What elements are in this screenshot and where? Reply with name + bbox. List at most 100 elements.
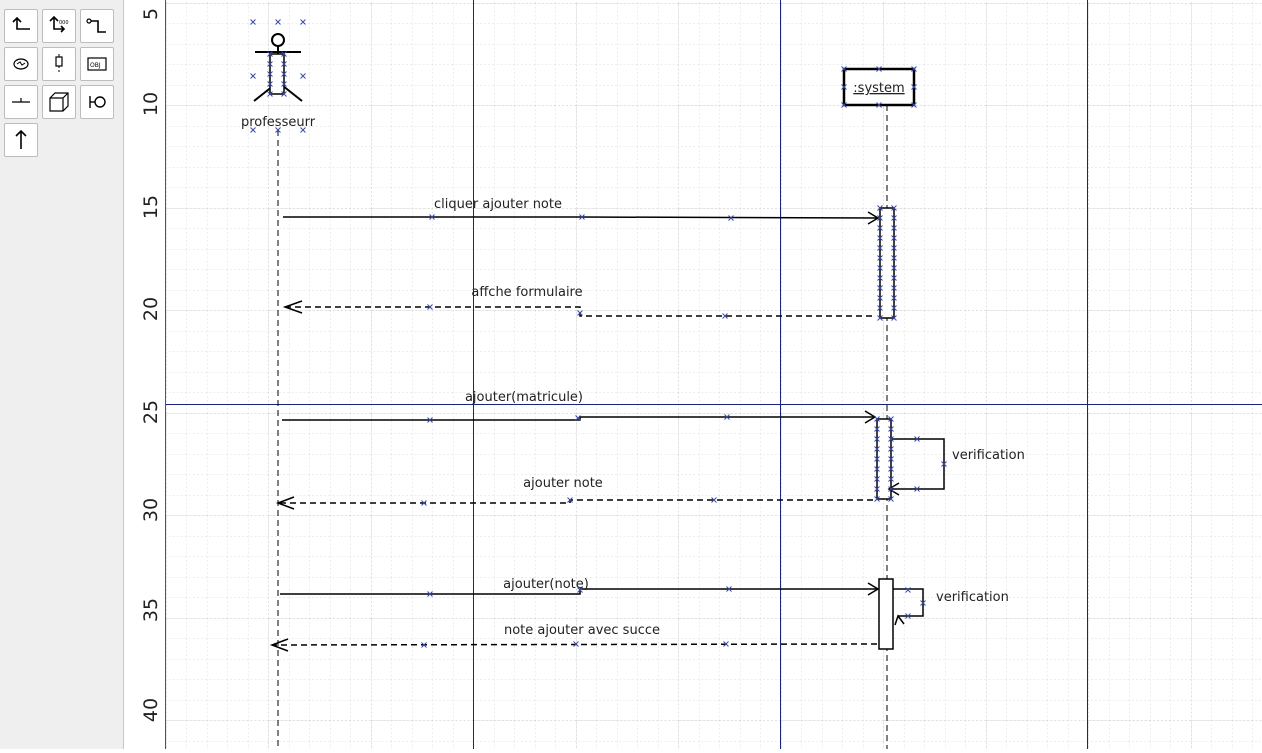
- selection-handle[interactable]: [281, 61, 287, 67]
- selection-handle[interactable]: [877, 305, 883, 311]
- selection-handle[interactable]: [877, 245, 883, 251]
- selection-handle[interactable]: [427, 304, 433, 310]
- selection-handle[interactable]: [876, 102, 882, 108]
- message-note-ajouter-avec-succe[interactable]: note ajouter avec succe: [269, 623, 878, 652]
- selection-handle[interactable]: [891, 255, 897, 261]
- selection-handle[interactable]: [267, 91, 273, 97]
- selection-handle[interactable]: [275, 19, 281, 25]
- selection-handle[interactable]: [874, 476, 880, 482]
- selection-handle[interactable]: [891, 285, 897, 291]
- selection-handle[interactable]: [888, 496, 894, 502]
- selection-handle[interactable]: [281, 81, 287, 87]
- selection-handle[interactable]: [841, 66, 847, 72]
- selection-handle[interactable]: [905, 613, 911, 619]
- selection-handle[interactable]: [281, 71, 287, 77]
- selection-handle[interactable]: [573, 641, 579, 647]
- selection-handle[interactable]: [941, 461, 947, 467]
- selection-handle[interactable]: [267, 71, 273, 77]
- selection-handle[interactable]: [427, 417, 433, 423]
- selection-handle[interactable]: [876, 66, 882, 72]
- system-object[interactable]: :system: [842, 67, 916, 107]
- actor-activation-bar[interactable]: [269, 53, 285, 95]
- tool-multiplicity-connector-button[interactable]: 000: [42, 9, 76, 43]
- selection-handle[interactable]: [726, 586, 732, 592]
- selection-handle[interactable]: [728, 215, 734, 221]
- tool-association-button[interactable]: [4, 85, 38, 119]
- selection-handle[interactable]: [267, 61, 273, 67]
- selection-handle[interactable]: [577, 587, 583, 593]
- selection-handle[interactable]: [267, 81, 273, 87]
- selection-handle[interactable]: [888, 466, 894, 472]
- tool-interface-button[interactable]: [80, 85, 114, 119]
- selection-handle[interactable]: [891, 225, 897, 231]
- selection-handle[interactable]: [891, 245, 897, 251]
- selection-handle[interactable]: [891, 295, 897, 301]
- selection-handle[interactable]: [891, 275, 897, 281]
- selection-handle[interactable]: [888, 426, 894, 432]
- selection-handle[interactable]: [429, 214, 435, 220]
- tool-arrow-up-button[interactable]: [4, 123, 38, 157]
- selection-handle[interactable]: [877, 295, 883, 301]
- selection-handle[interactable]: [891, 315, 897, 321]
- selection-handle[interactable]: [579, 214, 585, 220]
- selection-handle[interactable]: [874, 466, 880, 472]
- tool-message-button[interactable]: [4, 47, 38, 81]
- diagram-canvas[interactable]: professeurr :system cliquer ajouter note…: [166, 0, 1262, 749]
- selection-handle[interactable]: [300, 73, 306, 79]
- selection-handle[interactable]: [421, 500, 427, 506]
- selection-handle[interactable]: [300, 19, 306, 25]
- system-activation-bar-3[interactable]: [878, 578, 894, 650]
- selection-handle[interactable]: [874, 426, 880, 432]
- selection-handle[interactable]: [723, 641, 729, 647]
- selection-handle[interactable]: [891, 215, 897, 221]
- sequence-diagram[interactable]: professeurr :system cliquer ajouter note…: [166, 0, 1262, 749]
- selection-handle[interactable]: [711, 497, 717, 503]
- selection-handle[interactable]: [911, 66, 917, 72]
- selection-handle[interactable]: [724, 414, 730, 420]
- selection-handle[interactable]: [281, 51, 287, 57]
- message-cliquer-ajouter-note[interactable]: cliquer ajouter note: [283, 197, 880, 225]
- selection-handle[interactable]: [920, 600, 926, 606]
- selection-handle[interactable]: [888, 486, 894, 492]
- selection-handle[interactable]: [275, 127, 281, 133]
- selection-handle[interactable]: [888, 476, 894, 482]
- tool-orthogonal-connector-button[interactable]: [4, 9, 38, 43]
- selection-handle[interactable]: [575, 415, 581, 421]
- selection-handle[interactable]: [874, 416, 880, 422]
- selection-handle[interactable]: [567, 497, 573, 503]
- selection-handle[interactable]: [888, 446, 894, 452]
- selection-handle[interactable]: [877, 215, 883, 221]
- selection-handle[interactable]: [911, 102, 917, 108]
- selection-handle[interactable]: [250, 73, 256, 79]
- selection-handle[interactable]: [300, 127, 306, 133]
- selection-handle[interactable]: [914, 486, 920, 492]
- selection-handle[interactable]: [914, 436, 920, 442]
- selection-handle[interactable]: [877, 265, 883, 271]
- selection-handle[interactable]: [281, 91, 287, 97]
- selection-handle[interactable]: [841, 102, 847, 108]
- selection-handle[interactable]: [841, 84, 847, 90]
- selection-handle[interactable]: [877, 235, 883, 241]
- selection-handle[interactable]: [891, 205, 897, 211]
- selection-handle[interactable]: [888, 436, 894, 442]
- selection-handle[interactable]: [250, 127, 256, 133]
- selection-handle[interactable]: [877, 255, 883, 261]
- system-activation-bar-1[interactable]: [879, 207, 895, 319]
- selection-handle[interactable]: [877, 275, 883, 281]
- selection-handle[interactable]: [874, 456, 880, 462]
- selection-handle[interactable]: [250, 19, 256, 25]
- selection-handle[interactable]: [877, 315, 883, 321]
- selection-handle[interactable]: [421, 642, 427, 648]
- message-affche-formulaire[interactable]: affche formulaire: [282, 285, 872, 317]
- tool-node-3d-button[interactable]: [42, 85, 76, 119]
- tool-object-button[interactable]: OBJ: [80, 47, 114, 81]
- selection-handle[interactable]: [891, 265, 897, 271]
- tool-step-connector-button[interactable]: [80, 9, 114, 43]
- tool-lifeline-button[interactable]: [42, 47, 76, 81]
- selection-handle[interactable]: [722, 313, 728, 319]
- selection-handle[interactable]: [888, 456, 894, 462]
- selection-handle[interactable]: [877, 205, 883, 211]
- selection-handle[interactable]: [874, 436, 880, 442]
- selection-handle[interactable]: [891, 235, 897, 241]
- selection-handle[interactable]: [877, 225, 883, 231]
